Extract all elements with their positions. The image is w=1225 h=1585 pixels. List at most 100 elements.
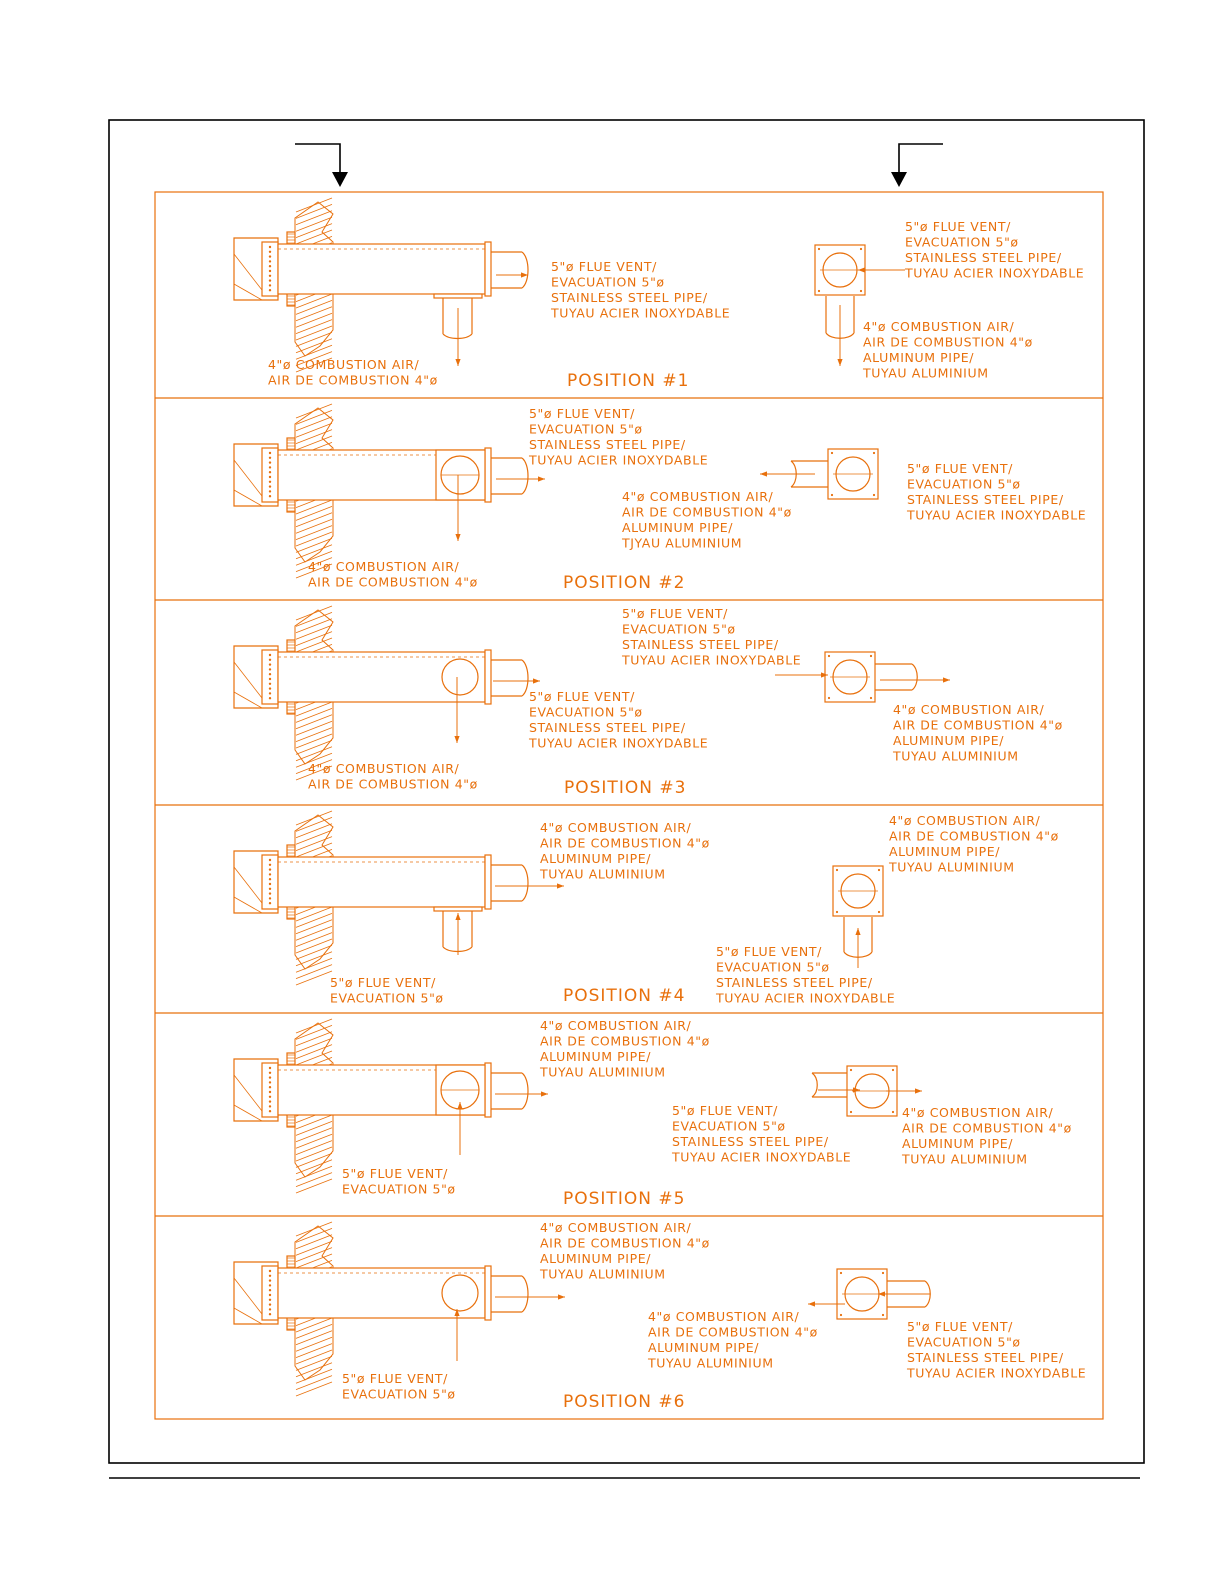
end-pipe — [491, 659, 529, 697]
label-line: ALUMINUM PIPE/ — [893, 733, 1004, 748]
end-pipe — [491, 1072, 529, 1110]
cap-screen — [261, 241, 279, 297]
outer-frame — [108, 119, 1145, 1464]
panel-position-4: POSITION #4 4"ø COMBUSTION AIR/AIR DE COM… — [155, 804, 1103, 1006]
air-arrow — [455, 308, 461, 366]
label-line: EVACUATION 5"ø — [716, 960, 830, 975]
label-line: AIR DE COMBUSTION 4"ø — [902, 1121, 1072, 1136]
label-line: 4"ø COMBUSTION AIR/ — [622, 489, 774, 504]
position-title: POSITION #3 — [564, 778, 686, 798]
label-line: ALUMINUM PIPE/ — [540, 1251, 651, 1266]
flue-arrow — [455, 913, 461, 955]
label-line: 5"ø FLUE VENT/ — [907, 461, 1013, 476]
cap-screen — [261, 854, 279, 910]
label-line: AIR DE COMBUSTION 4"ø — [622, 505, 792, 520]
cap-screen — [261, 1265, 279, 1321]
end-flue-arrow — [818, 1087, 860, 1093]
label-line: EVACUATION 5"ø — [342, 1182, 456, 1197]
terminal-body — [277, 856, 486, 908]
label-line: AIR DE COMBUSTION 4"ø — [863, 335, 1033, 350]
end-air-arrow — [760, 471, 815, 477]
label-line: EVACUATION 5"ø — [330, 991, 444, 1006]
side-port — [441, 658, 479, 696]
flue-arrow — [457, 1102, 463, 1155]
end-label-air: 4"ø COMBUSTION AIR/AIR DE COMBUSTION 4"ø… — [888, 813, 1059, 875]
end-air-arrow — [837, 305, 843, 366]
position-title: POSITION #2 — [563, 573, 685, 593]
label-line: 4"ø COMBUSTION AIR/ — [902, 1105, 1054, 1120]
label-line: TUYAU ALUMINIUM — [901, 1152, 1028, 1167]
end-flange — [484, 241, 492, 297]
end-flange — [484, 1265, 492, 1321]
side-label-air: 4"ø COMBUSTION AIR/AIR DE COMBUSTION 4"ø — [268, 357, 438, 388]
air-arrow — [454, 677, 460, 743]
end-pipe — [491, 864, 529, 902]
label-line: 5"ø FLUE VENT/ — [551, 259, 657, 274]
end-flue-arrow — [855, 928, 861, 968]
air-arrow — [455, 475, 461, 541]
label-line: 4"ø COMBUSTION AIR/ — [268, 357, 420, 372]
side-label-flue: 5"ø FLUE VENT/EVACUATION 5"ø — [342, 1371, 456, 1402]
end-flange — [484, 854, 492, 910]
label-line: EVACUATION 5"ø — [342, 1387, 456, 1402]
label-line: 5"ø FLUE VENT/ — [529, 689, 635, 704]
bottom-collar — [433, 293, 483, 299]
label-line: TUYAU ACIER INOXYDABLE — [621, 653, 801, 668]
label-line: 5"ø FLUE VENT/ — [529, 406, 635, 421]
label-line: 5"ø FLUE VENT/ — [342, 1166, 448, 1181]
panel-position-5: POSITION #5 4"ø COMBUSTION AIR/AIR DE COM… — [155, 1012, 1103, 1209]
flue-arrow — [454, 1309, 460, 1361]
position-title: POSITION #1 — [567, 371, 689, 391]
label-line: AIR DE COMBUSTION 4"ø — [540, 1034, 710, 1049]
label-line: AIR DE COMBUSTION 4"ø — [648, 1325, 818, 1340]
label-line: TUYAU ACIER INOXYDABLE — [715, 991, 895, 1006]
air-arrow — [495, 1091, 548, 1097]
terminal-body — [277, 243, 486, 295]
label-line: 4"ø COMBUSTION AIR/ — [540, 820, 692, 835]
label-line: TUYAU ACIER INOXYDABLE — [906, 508, 1086, 523]
end-label-air: 4"ø COMBUSTION AIR/AIR DE COMBUSTION 4"ø… — [647, 1309, 818, 1371]
side-label-air: 4"ø COMBUSTION AIR/AIR DE COMBUSTION 4"ø… — [539, 1018, 710, 1080]
side-label-air: 4"ø COMBUSTION AIR/AIR DE COMBUSTION 4"ø — [308, 761, 478, 792]
label-line: 4"ø COMBUSTION AIR/ — [540, 1018, 692, 1033]
label-line: EVACUATION 5"ø — [622, 622, 736, 637]
label-line: 5"ø FLUE VENT/ — [672, 1103, 778, 1118]
label-line: 5"ø FLUE VENT/ — [622, 606, 728, 621]
label-line: AIR DE COMBUSTION 4"ø — [540, 1236, 710, 1251]
panel-position-6: POSITION #6 4"ø COMBUSTION AIR/AIR DE COM… — [155, 1215, 1103, 1412]
label-line: TUYAU ALUMINIUM — [862, 366, 989, 381]
position-title: POSITION #6 — [563, 1392, 685, 1412]
label-line: 4"ø COMBUSTION AIR/ — [308, 761, 460, 776]
label-line: TUYAU ALUMINIUM — [539, 867, 666, 882]
label-line: EVACUATION 5"ø — [551, 275, 665, 290]
label-line: TUYAU ALUMINIUM — [539, 1065, 666, 1080]
label-line: EVACUATION 5"ø — [907, 1335, 1021, 1350]
label-line: AIR DE COMBUSTION 4"ø — [308, 777, 478, 792]
label-line: STAINLESS STEEL PIPE/ — [529, 437, 686, 452]
side-label-flue: 5"ø FLUE VENT/EVACUATION 5"ø — [342, 1166, 456, 1197]
end-pipe — [491, 1275, 529, 1313]
label-line: 4"ø COMBUSTION AIR/ — [893, 702, 1045, 717]
air-arrow — [495, 883, 564, 889]
position-title: POSITION #5 — [563, 1189, 685, 1209]
label-line: ALUMINUM PIPE/ — [540, 1049, 651, 1064]
end-view-pointer-arrow — [891, 143, 943, 187]
end-flue-pipe — [887, 1280, 931, 1308]
label-line: TUYAU ALUMINIUM — [647, 1356, 774, 1371]
position-title: POSITION #4 — [563, 986, 685, 1006]
end-flue-arrow — [878, 1291, 930, 1297]
label-line: TUYAU ACIER INOXYDABLE — [906, 1366, 1086, 1381]
side-label-air: 4"ø COMBUSTION AIR/AIR DE COMBUSTION 4"ø — [308, 559, 478, 590]
label-line: TUYAU ACIER INOXYDABLE — [528, 453, 708, 468]
end-label-air: 4"ø COMBUSTION AIR/AIR DE COMBUSTION 4"ø… — [862, 319, 1033, 381]
label-line: STAINLESS STEEL PIPE/ — [907, 492, 1064, 507]
label-line: EVACUATION 5"ø — [529, 422, 643, 437]
side-label-air: 4"ø COMBUSTION AIR/AIR DE COMBUSTION 4"ø… — [539, 1220, 710, 1282]
